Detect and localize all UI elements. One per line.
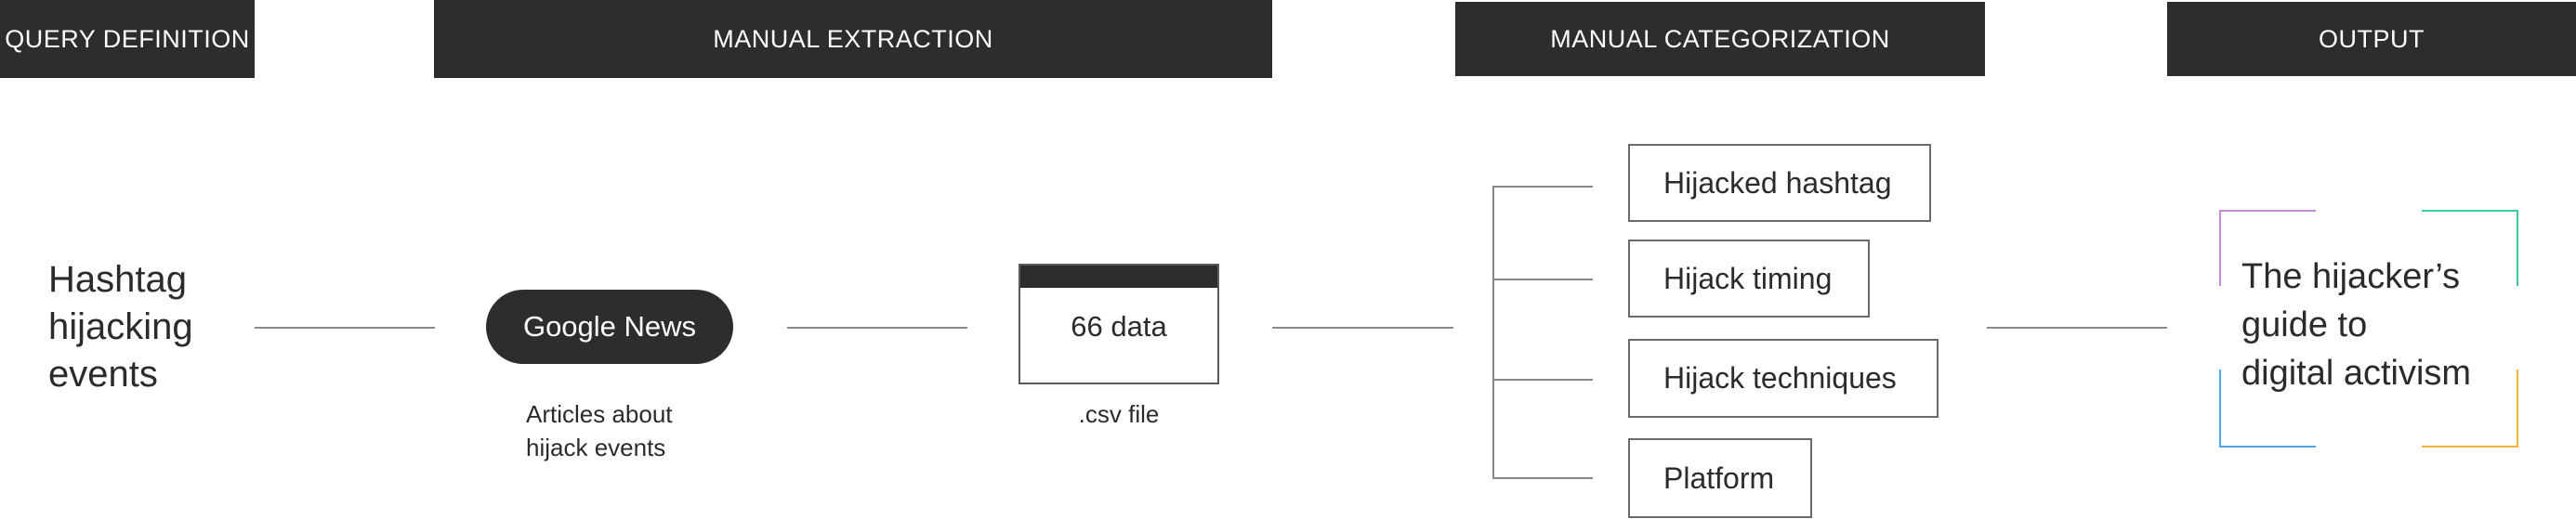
output-title-line: The hijacker’s: [2241, 257, 2461, 296]
query-line: Hashtag: [48, 259, 187, 300]
category-label: Hijack timing: [1663, 261, 1833, 295]
connector-query-to-source: [255, 327, 435, 329]
google-news-node: Google News: [486, 290, 733, 364]
category-branch: [1492, 279, 1593, 280]
google-news-label: Google News: [522, 310, 697, 343]
category-hijacked-hashtag: Hijacked hashtag: [1628, 144, 1931, 222]
stage-header-label: MANUAL CATEGORIZATION: [1550, 24, 1890, 53]
corner-top-right: [2422, 210, 2518, 286]
output-frame-corners: [2219, 210, 2518, 448]
connector-source-to-dataset: [787, 327, 967, 329]
category-branch: [1492, 477, 1593, 479]
source-caption-line: hijack events: [526, 434, 666, 461]
file-card-header-bar: [1020, 266, 1217, 288]
query-line: events: [48, 354, 158, 395]
stage-header-manual-categorization: MANUAL CATEGORIZATION: [1455, 2, 1985, 76]
category-branch: [1492, 379, 1593, 381]
connector-categories-to-output: [1987, 327, 2167, 329]
stage-header-label: OUTPUT: [2319, 24, 2425, 53]
category-bracket-spine: [1492, 186, 1494, 479]
source-caption: Articles about hijack events: [526, 397, 740, 464]
category-platform: Platform: [1628, 438, 1812, 518]
output-title-line: guide to: [2241, 305, 2368, 344]
csv-file-node: 66 data: [1019, 264, 1219, 384]
stage-header-output: OUTPUT: [2167, 2, 2576, 76]
category-branch: [1492, 186, 1593, 188]
category-hijack-techniques: Hijack techniques: [1628, 339, 1939, 418]
stage-header-manual-extraction: MANUAL EXTRACTION: [434, 0, 1272, 78]
corner-top-left: [2219, 210, 2316, 286]
category-label: Hijack techniques: [1663, 361, 1897, 395]
category-hijack-timing: Hijack timing: [1628, 240, 1870, 318]
dataset-caption: .csv file: [1078, 400, 1160, 428]
stage-header-label: QUERY DEFINITION: [5, 24, 250, 53]
category-label: Hijacked hashtag: [1663, 165, 1892, 200]
output-title-line: digital activism: [2241, 354, 2472, 393]
stage-header-label: MANUAL EXTRACTION: [713, 24, 993, 53]
output-node: The hijacker’s guide to digital activism: [2219, 210, 2518, 448]
stage-header-query-definition: QUERY DEFINITION: [0, 0, 255, 78]
corner-bottom-right: [2422, 370, 2518, 448]
query-node: Hashtag hijacking events: [48, 256, 253, 398]
corner-bottom-left: [2219, 370, 2316, 448]
output-title: The hijacker’s guide to digital activism: [2241, 253, 2517, 397]
dataset-count: 66 data: [1071, 310, 1167, 343]
category-label: Platform: [1663, 461, 1775, 495]
connector-dataset-to-categories: [1272, 327, 1453, 329]
query-line: hijacking: [48, 306, 193, 347]
source-caption-line: Articles about: [526, 400, 673, 428]
